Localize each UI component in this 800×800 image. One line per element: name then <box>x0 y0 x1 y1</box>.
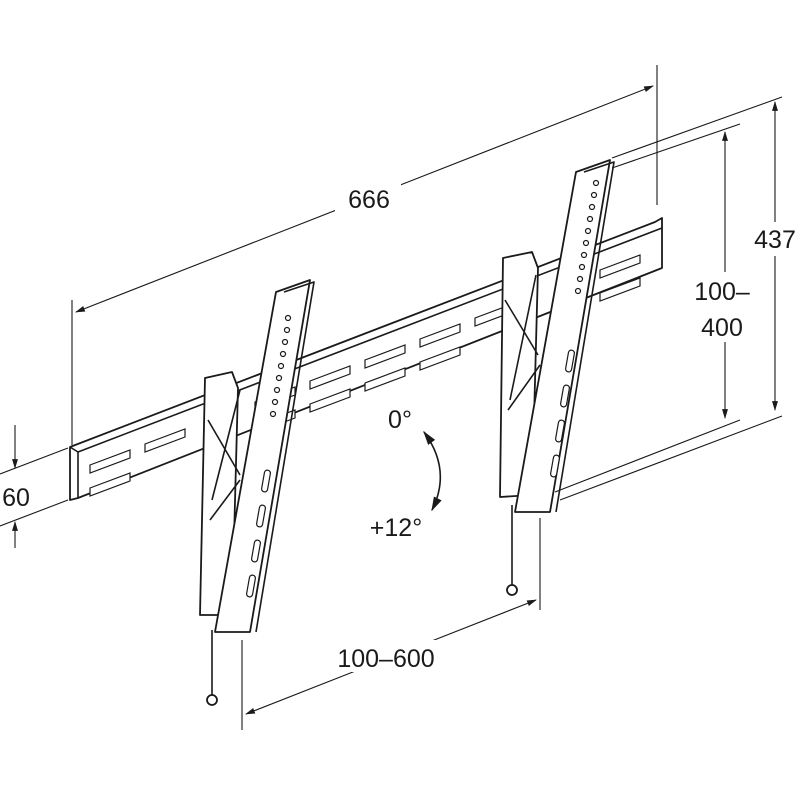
vesa-vertical-label-1: 100– <box>694 278 750 306</box>
left-bracket <box>199 279 315 706</box>
tilt-min-label: 0° <box>388 406 412 434</box>
tilt-arc-arrow-icon <box>423 430 442 512</box>
right-release-cord-icon[interactable] <box>506 584 518 596</box>
vesa-horizontal-label: 100–600 <box>337 645 434 673</box>
dimension-rail-height: 60 <box>0 425 69 548</box>
vesa-vertical-label-2: 400 <box>701 314 743 342</box>
left-release-cord-icon[interactable] <box>206 694 218 706</box>
right-bracket <box>499 159 615 596</box>
height-label: 437 <box>754 226 796 254</box>
width-label: 666 <box>348 186 390 214</box>
dimension-height: 437 <box>559 96 800 501</box>
tilt-max-label: +12° <box>370 514 422 542</box>
rail-height-label: 60 <box>2 484 30 512</box>
tilt-indicator: 0° +12° <box>370 406 442 542</box>
dimension-vesa-horizontal: 100–600 <box>241 518 541 730</box>
dimension-vesa-vertical: 100– 400 <box>554 123 758 493</box>
dimension-width: 666 <box>71 65 658 445</box>
left-arm-holes <box>246 314 292 598</box>
